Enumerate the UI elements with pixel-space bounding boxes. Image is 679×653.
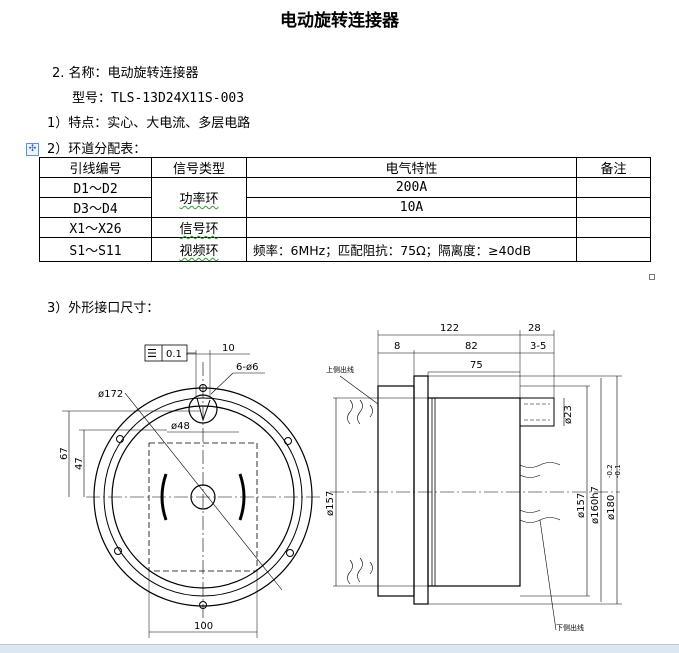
table-move-handle-icon[interactable]: ✣: [26, 143, 39, 156]
table-row: D3～D4 10A: [39, 197, 651, 218]
lower-lead-leader: [539, 519, 557, 631]
dim-3-5-label: 3-5: [530, 341, 546, 352]
ring-allocation-table: 引线编号 信号类型 电气特性 备注 D1～D2 功率环 200A D3～D4 1…: [39, 157, 651, 262]
ring-allocation-heading: 2）环道分配表：: [47, 142, 147, 157]
product-name-line: 2. 名称：电动旋转连接器: [52, 66, 199, 81]
port-cut: [196, 397, 211, 422]
cell-type: 视频环: [151, 237, 247, 262]
upper-lead-wires: [347, 399, 373, 425]
shaft-wires: [519, 462, 561, 478]
cell-type-text: 功率环: [179, 192, 219, 207]
dia-160-label: ø160h7: [590, 486, 601, 524]
dimensions-heading: 3）外形接口尺寸：: [47, 301, 160, 316]
bolt-hole: [116, 435, 124, 443]
cell-note: [576, 237, 651, 262]
side-view-labels: 122 28 8 82 3-5 75 ø23 ø157 ø157 ø160h7 …: [325, 323, 622, 632]
dia-157-label: ø157: [576, 493, 587, 518]
bolt-hole: [284, 437, 292, 445]
dim-47-label: 47: [74, 457, 85, 470]
tol-lower-label: -0.1: [614, 464, 622, 478]
cell-type: 功率环: [151, 177, 247, 218]
features-line: 1）特点：实心、大电流、多层电路: [47, 116, 251, 131]
dia-180-label: ø180: [606, 495, 617, 520]
cell-type-text: 视频环: [179, 244, 219, 259]
holes-label: 6-ø6: [236, 362, 258, 373]
cell-type-text: 信号环: [179, 222, 219, 237]
cell-type: 信号环: [151, 217, 247, 238]
bolt-hole: [114, 547, 122, 555]
table-row: D1～D2 功率环 200A: [39, 177, 651, 218]
dim-10-label: 10: [222, 343, 235, 354]
dim-100-label: 100: [194, 621, 213, 632]
dia-48-label: ø48: [171, 421, 190, 432]
dim-82-label: 82: [465, 341, 478, 352]
dim-122-label: 122: [440, 323, 459, 334]
dim-8-label: 8: [394, 341, 400, 352]
document-title: 电动旋转连接器: [280, 11, 399, 31]
flatness-symbol: ☰: [147, 347, 157, 360]
shaft-hub: [519, 397, 555, 427]
table-row: X1～X26 信号环: [39, 217, 651, 238]
table-row: S1～S11 视频环 频率：6MHz；匹配阻抗：75Ω；隔离度：≥40dB: [39, 237, 651, 262]
dim-67-label: 67: [59, 447, 70, 460]
cell-leads: S1～S11: [39, 237, 152, 262]
editor-status-strip: [0, 644, 679, 653]
model-line: 型号：TLS-13D24X11S-003: [72, 91, 245, 106]
upper-lead-label: 上侧出线: [326, 365, 354, 374]
front-view-labels: ☰ 0.1 10 6-ø6 ø172 ø48 67 47 100: [59, 343, 258, 632]
dia-172-label: ø172: [98, 389, 123, 400]
dia-23-label: ø23: [563, 405, 574, 424]
cell-spec: 200A: [246, 177, 577, 198]
lower-lead-wires: [347, 557, 373, 585]
upper-lead-leader: [339, 375, 379, 405]
lower-lead-label: 下侧出线: [556, 623, 584, 632]
flange: [377, 385, 415, 597]
table-resize-handle[interactable]: [649, 274, 655, 280]
leader-172: [124, 392, 283, 591]
header-signal-type: 信号类型: [151, 157, 247, 178]
mount-ring: [413, 375, 429, 605]
cell-spec: 频率：6MHz；匹配阻抗：75Ω；隔离度：≥40dB: [246, 237, 577, 262]
tol-upper-label: -0.2: [606, 464, 614, 478]
dim-75-label: 75: [470, 360, 483, 371]
leader-holes: [210, 372, 234, 395]
flatness-value: 0.1: [166, 349, 182, 360]
side-view: [330, 330, 622, 631]
body-edge: [431, 397, 436, 587]
bolt-hole: [286, 549, 294, 557]
dim-28-label: 28: [528, 323, 541, 334]
dia-157-left-label: ø157: [325, 491, 336, 516]
front-view: [62, 344, 322, 638]
